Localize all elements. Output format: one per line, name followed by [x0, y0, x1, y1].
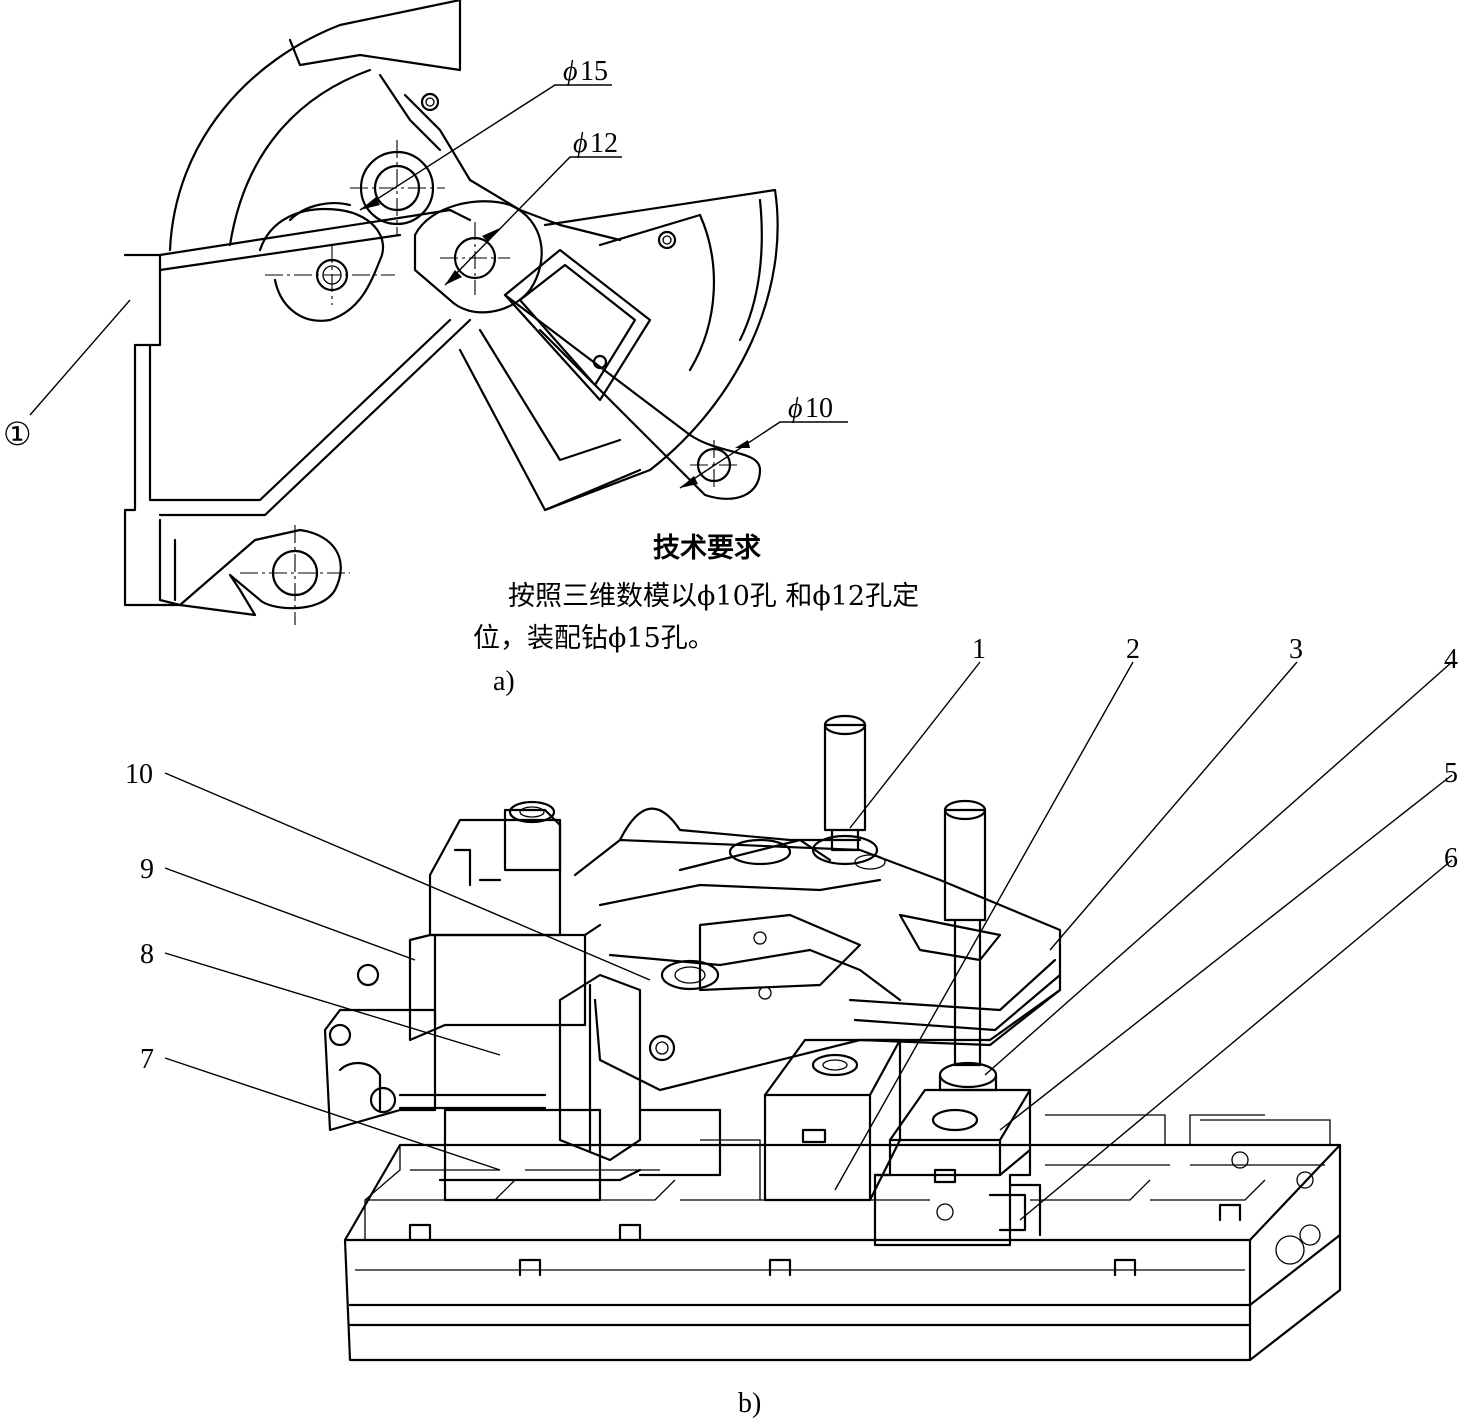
dim-label-phi15: 15 — [580, 56, 608, 87]
callout-4: 4 — [1444, 644, 1458, 675]
dim-label-phi12: 12 — [590, 128, 618, 159]
callout-10: 10 — [125, 759, 153, 790]
dim-prefix-phi15: ϕ — [563, 56, 578, 87]
part-a-drawing — [29, 0, 848, 625]
caption-b: b) — [738, 1388, 761, 1419]
dim-prefix-phi10: ϕ — [788, 393, 803, 424]
part-b-drawing — [323, 714, 1342, 1362]
callout-3: 3 — [1289, 634, 1303, 665]
caption-a: a) — [493, 666, 515, 697]
tech-requirements-line-2: 位，装配钻ϕ15孔。 — [473, 623, 715, 654]
dim-label-phi10: 10 — [805, 393, 833, 424]
callout-1: 1 — [972, 634, 986, 665]
callout-leaders — [164, 661, 1453, 1221]
callout-6: 6 — [1444, 843, 1458, 874]
tech-requirements-line-1: 按照三维数模以ϕ10孔 和ϕ12孔定 — [508, 581, 919, 612]
callout-5: 5 — [1444, 758, 1458, 789]
dim-prefix-phi12: ϕ — [573, 128, 588, 159]
tech-requirements-title: 技术要求 — [653, 533, 761, 564]
callout-9: 9 — [140, 854, 154, 885]
callout-2: 2 — [1126, 634, 1140, 665]
callout-7: 7 — [140, 1044, 154, 1075]
circled-callout: ① — [3, 416, 32, 452]
callout-8: 8 — [140, 939, 154, 970]
